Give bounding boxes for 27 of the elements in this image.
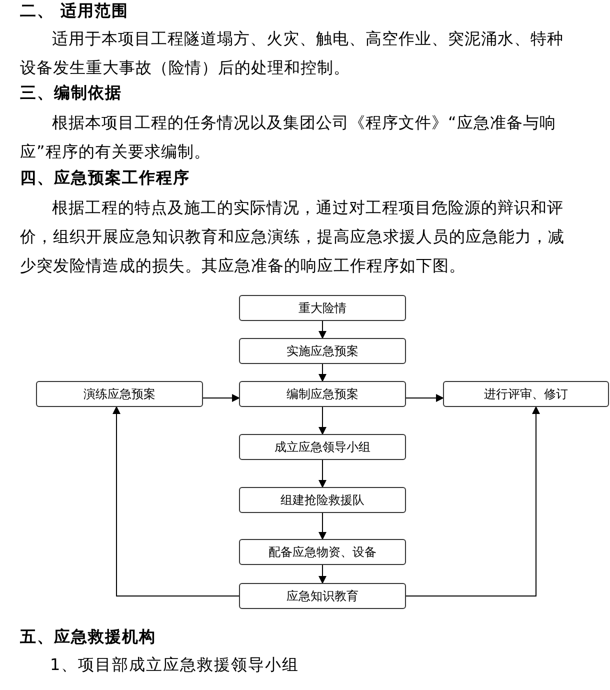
arrow	[112, 406, 240, 596]
process-box: 进行评审、修订	[443, 381, 609, 407]
paragraph: 适用于本项目工程隧道塌方、火灾、触电、高空作业、突泥涌水、特种设备发生重大事故（险情）后的处理和控制。	[20, 28, 564, 79]
arrow	[202, 394, 240, 402]
process-box: 应急知识教育	[239, 583, 406, 609]
process-box: 演练应急预案	[36, 381, 203, 407]
list-item: 1、项目部成立应急救援领导小组	[50, 654, 300, 676]
arrow	[406, 394, 444, 402]
process-box: 重大险情	[239, 295, 406, 321]
section-heading: 四、应急预案工作程序	[20, 167, 190, 189]
arrow	[406, 406, 540, 596]
arrow	[318, 564, 326, 584]
process-box: 组建抢险救援队	[239, 487, 406, 513]
arrow	[318, 320, 326, 339]
arrow	[318, 512, 326, 540]
arrow	[318, 364, 326, 382]
section-heading: 五、应急救援机构	[20, 626, 156, 648]
process-box: 编制应急预案	[239, 381, 406, 407]
section-heading: 二、 适用范围	[20, 0, 129, 22]
process-box: 实施应急预案	[239, 338, 406, 364]
arrow	[318, 460, 326, 488]
section-heading: 三、编制依据	[20, 82, 122, 104]
paragraph: 根据工程的特点及施工的实际情况，通过对工程项目危险源的辩识和评价，组织开展应急知识教育和应急演练，提高应急求援人员的应急能力，减少突发险情造成的损失。其应急准备的响应工作程序如下图。	[20, 197, 566, 277]
process-box: 配备应急物资、设备	[239, 539, 406, 565]
paragraph: 根据本项目工程的任务情况以及集团公司《程序文件》“应急准备与响应”程序的有关要求编制。	[20, 112, 557, 163]
process-box: 成立应急领导小组	[239, 434, 406, 460]
arrow	[318, 406, 326, 435]
